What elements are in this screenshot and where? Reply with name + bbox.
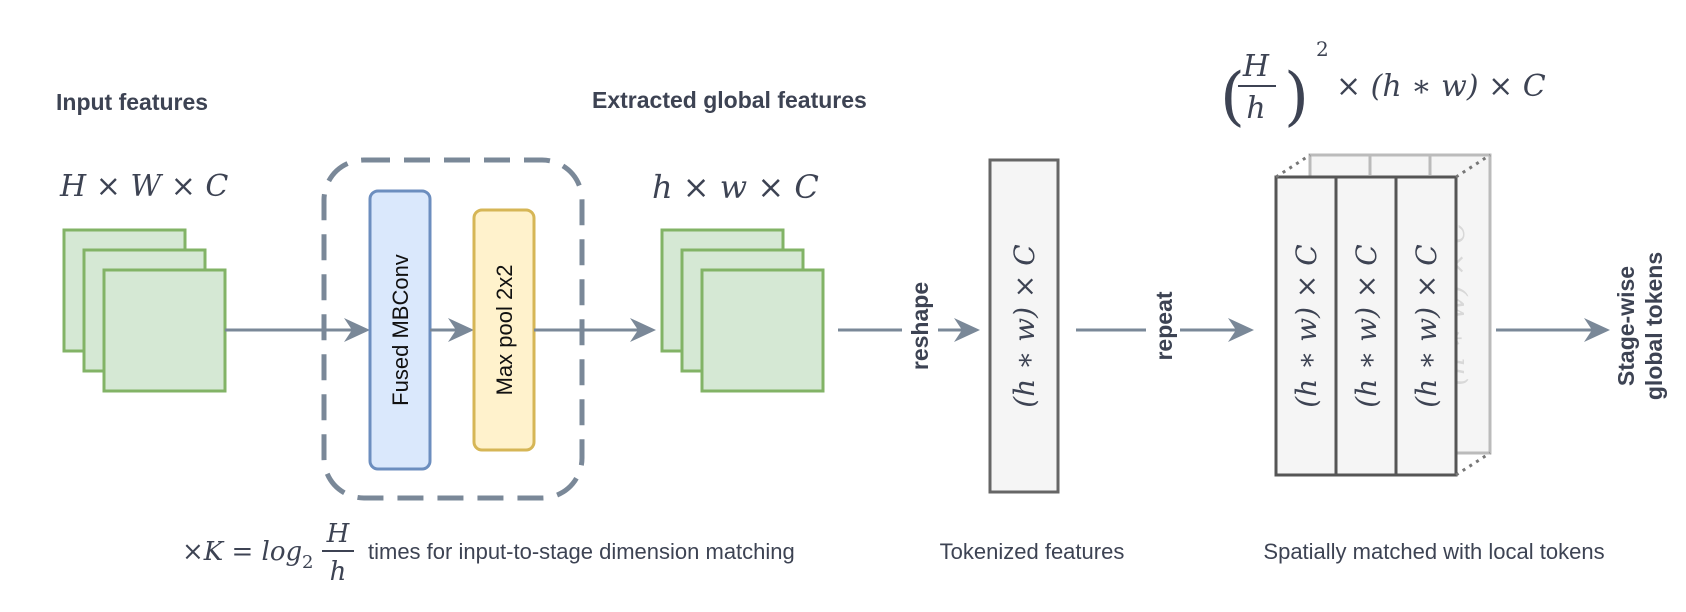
tokenized-features-column: (h ∗ w) × C bbox=[988, 158, 1060, 494]
fused-mbconv-block: Fused MBConv bbox=[368, 189, 432, 471]
arrow-repeat: repeat bbox=[1076, 291, 1254, 361]
repeated-token-block: (h ∗ w) × C (h ∗ w) × C (h ∗ w) × C (h ∗… bbox=[1274, 153, 1492, 477]
fused-mbconv-label: Fused MBConv bbox=[388, 254, 413, 406]
tokenized-features-caption: Tokenized features bbox=[940, 539, 1125, 564]
repeat-formula: ( H h ) 2 × (h ∗ w) × C bbox=[1220, 37, 1546, 134]
extracted-feature-stack bbox=[660, 228, 825, 393]
times-prefix: ×K = log bbox=[182, 537, 302, 567]
reshape-label: reshape bbox=[907, 282, 933, 370]
repeated-token-label-1: (h ∗ w) × C bbox=[1290, 244, 1323, 407]
repeated-token-label-3: (h ∗ w) × C bbox=[1410, 244, 1443, 407]
input-feature-stack bbox=[62, 228, 227, 393]
arrow-mbconv-to-maxpool bbox=[430, 318, 474, 342]
svg-text:(: ( bbox=[1220, 60, 1245, 134]
stage-wise-label-line2: global tokens bbox=[1641, 252, 1667, 400]
times-subscript: 2 bbox=[302, 552, 313, 573]
times-caption-text: times for input-to-stage dimension match… bbox=[368, 539, 795, 564]
token-dimension-label: (h ∗ w) × C bbox=[1008, 244, 1041, 407]
input-dimension-label: H × W × C bbox=[59, 169, 228, 204]
stage-wise-label-line1: Stage-wise bbox=[1613, 266, 1639, 386]
repeat-formula-numerator: H bbox=[1242, 49, 1270, 84]
max-pool-block: Max pool 2x2 bbox=[472, 208, 536, 452]
arrow-input-to-mbconv bbox=[225, 318, 370, 342]
repeat-formula-exponent: 2 bbox=[1316, 37, 1329, 61]
svg-text:): ) bbox=[1284, 60, 1309, 134]
arrow-maxpool-to-extracted bbox=[534, 318, 656, 342]
repeat-formula-denominator: h bbox=[1246, 91, 1265, 126]
input-features-title: Input features bbox=[56, 89, 208, 115]
spatially-matched-caption: Spatially matched with local tokens bbox=[1263, 539, 1604, 564]
times-frac-denominator: h bbox=[330, 557, 347, 587]
extracted-global-features-title: Extracted global features bbox=[592, 87, 867, 113]
repeat-formula-rest: × (h ∗ w) × C bbox=[1336, 69, 1546, 104]
repeat-label: repeat bbox=[1151, 291, 1177, 360]
max-pool-label: Max pool 2x2 bbox=[492, 265, 517, 396]
times-frac-numerator: H bbox=[326, 519, 351, 549]
repeated-token-label-2: (h ∗ w) × C bbox=[1350, 244, 1383, 407]
times-caption: ×K = log 2 H h times for input-to-stage … bbox=[182, 519, 795, 587]
arrow-reshape: reshape bbox=[838, 282, 980, 370]
extracted-dimension-label: h × w × C bbox=[652, 168, 819, 206]
arrow-to-stage-tokens bbox=[1496, 318, 1610, 342]
